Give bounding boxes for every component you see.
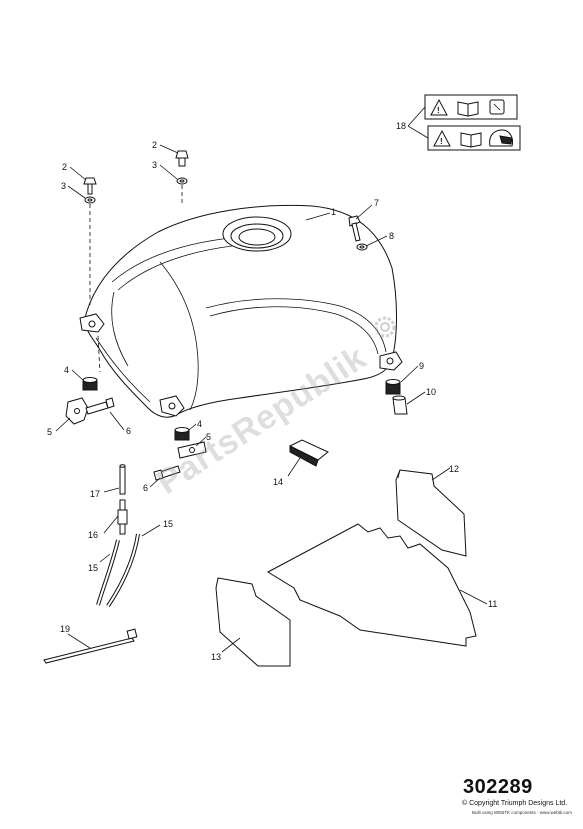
warning-triangle-icon	[433, 129, 451, 147]
hose-15b[interactable]	[106, 533, 140, 608]
callout-3-left: 3	[61, 181, 66, 191]
callout-16: 16	[88, 530, 98, 540]
rubber-pad[interactable]	[288, 439, 329, 467]
warning-label-lower[interactable]: !	[427, 125, 521, 151]
grommet-rear[interactable]	[174, 427, 190, 441]
callout-labels: 1 2 3 2 3 7 8 4 4 5 6 5 6 9 10 11 12 13 …	[47, 121, 497, 662]
callout-2-top: 2	[152, 140, 157, 150]
callout-9: 9	[419, 361, 424, 371]
cable-tie[interactable]	[43, 628, 138, 664]
bracket-bolt-rear[interactable]	[153, 465, 181, 481]
warning-label-upper[interactable]: !	[424, 94, 518, 120]
fuel-tank[interactable]	[79, 204, 403, 418]
callout-5-left: 5	[47, 427, 52, 437]
leader-lines	[55, 106, 488, 653]
bracket-left[interactable]	[65, 397, 89, 425]
washer-left[interactable]	[84, 196, 96, 204]
pipe-17[interactable]	[119, 464, 126, 495]
callout-2-left: 2	[62, 162, 67, 172]
callout-8: 8	[389, 231, 394, 241]
callout-4-left: 4	[64, 365, 69, 375]
callout-5-rear: 5	[206, 432, 211, 442]
callout-12: 12	[449, 464, 459, 474]
callout-15-right: 15	[163, 519, 173, 529]
callout-1: 1	[331, 207, 336, 217]
callout-19: 19	[60, 624, 70, 634]
washer-top[interactable]	[176, 177, 188, 185]
callout-6-rear: 6	[143, 483, 148, 493]
diagram-number: 302289	[463, 776, 533, 798]
connector-16[interactable]	[117, 499, 128, 535]
callout-10: 10	[426, 387, 436, 397]
callout-13: 13	[211, 652, 221, 662]
callout-15-left: 15	[88, 563, 98, 573]
bracket-bolt-left[interactable]	[85, 397, 115, 415]
built-with-notice: Built using WEBTK components - www.webtk…	[472, 810, 573, 815]
grommet-right[interactable]	[385, 379, 401, 395]
bolt-right[interactable]	[348, 215, 361, 242]
spacer-right[interactable]	[392, 395, 408, 415]
callout-6-left: 6	[126, 426, 131, 436]
svg-text:!: !	[437, 106, 440, 115]
callout-18: 18	[396, 121, 406, 131]
manual-book-icon	[457, 101, 479, 117]
foam-pad-11[interactable]	[266, 523, 477, 647]
bracket-rear[interactable]	[177, 441, 207, 459]
foam-pad-13[interactable]	[215, 577, 291, 667]
foam-pad-12[interactable]	[395, 469, 467, 557]
bolt-left[interactable]	[83, 177, 97, 195]
warning-triangle-icon	[430, 98, 448, 116]
callout-3-top: 3	[152, 160, 157, 170]
callout-7: 7	[374, 198, 379, 208]
grommet-left[interactable]	[82, 377, 98, 391]
callout-14: 14	[273, 477, 283, 487]
svg-text:!: !	[440, 137, 443, 146]
callout-4-rear: 4	[197, 419, 202, 429]
copyright-notice: © Copyright Triumph Designs Ltd.	[462, 800, 568, 807]
manual-book-icon	[460, 132, 482, 148]
fuel-nozzle-icon	[489, 99, 505, 115]
callout-17: 17	[90, 489, 100, 499]
hose-15a[interactable]	[96, 539, 120, 606]
helmet-icon	[489, 129, 513, 147]
bolt-top[interactable]	[175, 150, 189, 167]
washer-right[interactable]	[356, 243, 368, 251]
gear-icon	[374, 316, 396, 338]
callout-11: 11	[488, 599, 497, 609]
